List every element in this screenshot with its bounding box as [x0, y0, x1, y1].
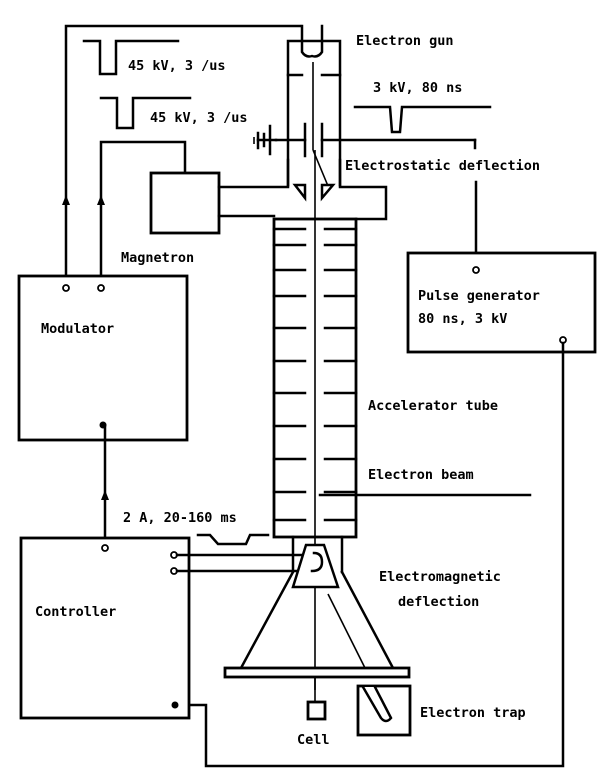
arrow-up-icon — [62, 195, 70, 205]
pulse-waveform-45kv-a — [82, 39, 180, 76]
electromagnetic-deflection-label-2: deflection — [398, 594, 479, 610]
cell — [306, 677, 327, 721]
deflection-cone — [223, 570, 411, 679]
cell-label: Cell — [297, 732, 330, 748]
magnetron — [149, 171, 388, 235]
electron-gun-label: Electron gun — [356, 33, 454, 49]
pulse-generator-to-controller-wire — [174, 341, 565, 768]
electrostatic-deflection-plates — [256, 122, 477, 187]
controller-pulse-label: 2 A, 20-160 ms — [123, 510, 237, 526]
modulator — [17, 274, 189, 442]
arrow-up-icon — [97, 195, 105, 205]
electron-trap — [356, 684, 412, 737]
arrow-up-icon — [101, 490, 109, 500]
pulse-generator-label: Pulse generator — [418, 288, 540, 304]
modulator-label: Modulator — [41, 321, 114, 337]
accelerator-tube — [272, 150, 358, 690]
controller-pulse-waveform — [196, 533, 270, 546]
accelerator-tube-label: Accelerator tube — [368, 398, 498, 414]
controller-label: Controller — [35, 604, 116, 620]
accelerator-tube-electrodes — [272, 227, 358, 522]
electromagnetic-deflection — [291, 535, 344, 589]
pulse-waveform-3kv — [353, 105, 492, 134]
modulator-to-gun-wire — [62, 24, 302, 287]
controller — [19, 536, 307, 720]
electron-beam-label: Electron beam — [368, 467, 474, 483]
pulse-label-3kv: 3 kV, 80 ns — [373, 80, 462, 96]
pulse-generator-spec: 80 ns, 3 kV — [418, 311, 507, 327]
pulse-label-45kv-b: 45 kV, 3 /us — [150, 110, 248, 126]
pulse-label-45kv-a: 45 kV, 3 /us — [128, 58, 226, 74]
magnetron-label: Magnetron — [121, 250, 194, 266]
pulse-waveform-45kv-b — [99, 96, 192, 130]
modulator-to-magnetron-wire — [97, 140, 187, 287]
electron-gun — [286, 24, 342, 187]
ground-battery-icon — [253, 131, 260, 150]
electromagnetic-deflection-label: Electromagnetic — [379, 569, 501, 585]
controller-to-modulator-wire — [101, 423, 109, 548]
pulse-generator — [406, 251, 597, 354]
electron-trap-label: Electron trap — [420, 705, 526, 721]
electrostatic-deflection-label: Electrostatic deflection — [345, 158, 540, 174]
